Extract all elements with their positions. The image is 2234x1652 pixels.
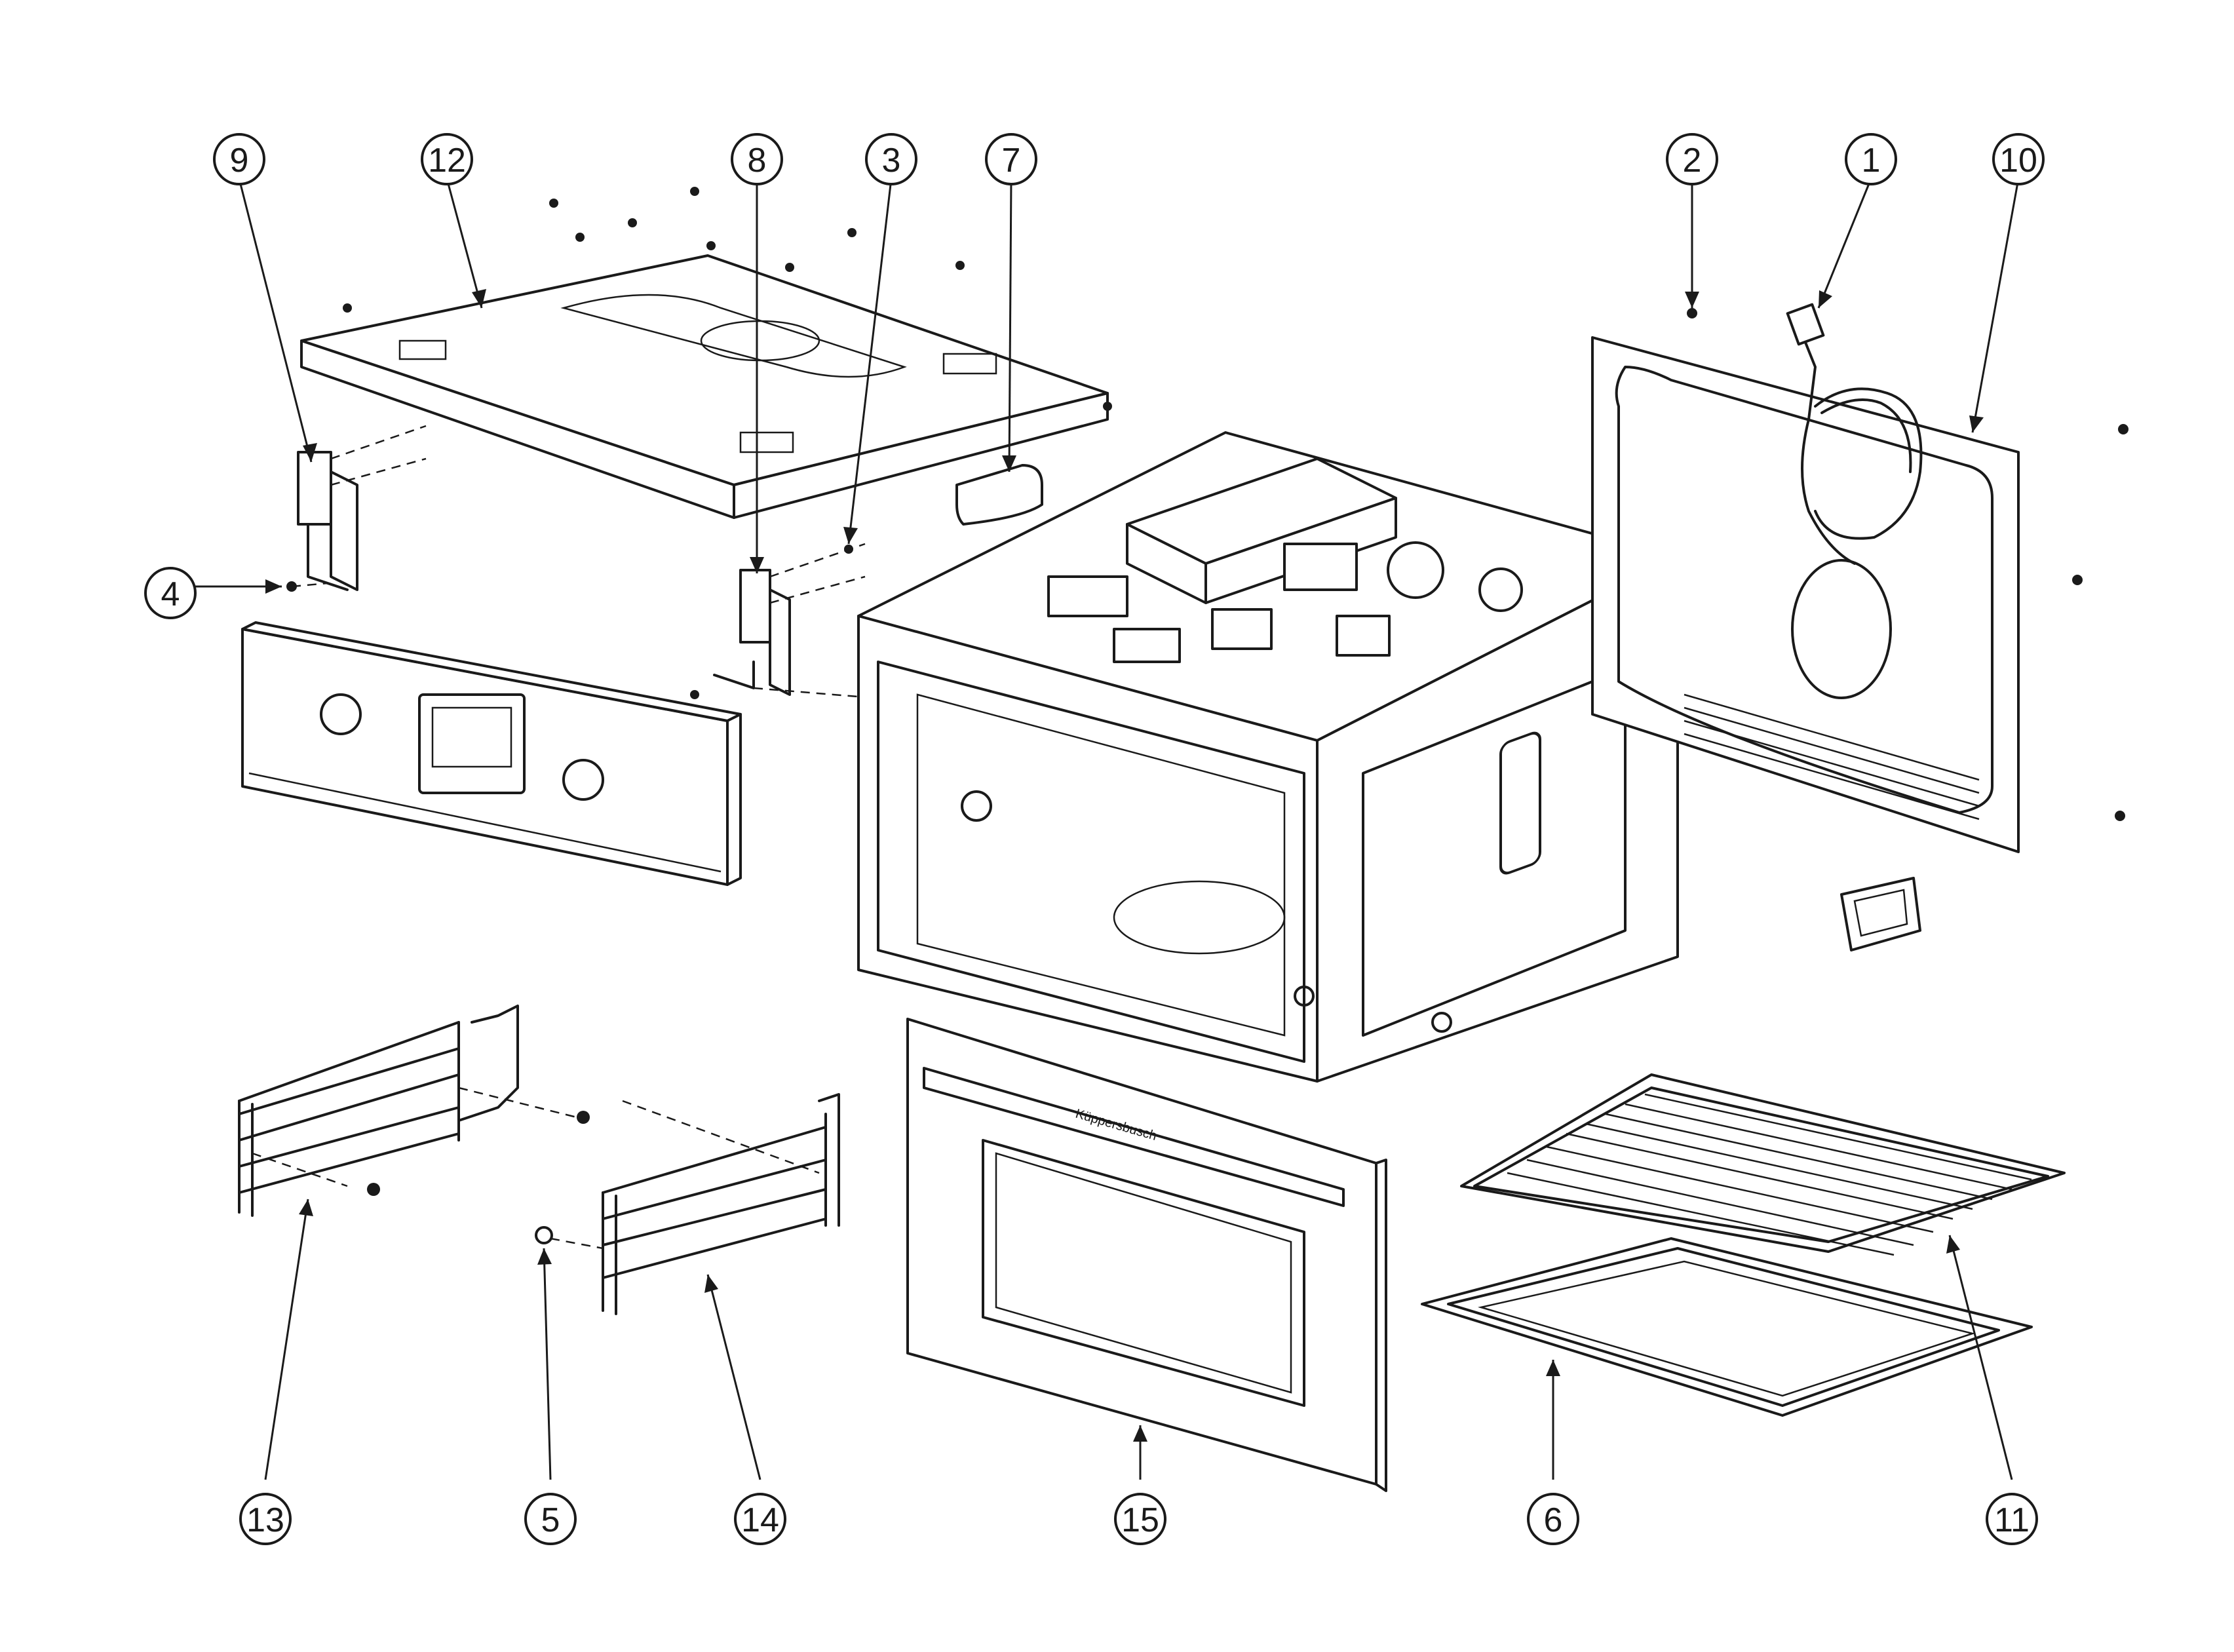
callout-15: 15 — [1114, 1493, 1166, 1545]
callout-label-8: 8 — [748, 142, 767, 180]
small-cover-7 — [955, 464, 1043, 526]
baking-tray — [1421, 1237, 2033, 1417]
bracket-small — [1840, 877, 1921, 951]
callout-2: 2 — [1666, 133, 1718, 185]
callout-label-6: 6 — [1544, 1501, 1563, 1539]
leader-lines — [195, 178, 2020, 1480]
callout-label-1: 1 — [1862, 142, 1881, 180]
side-rack-left — [238, 1005, 590, 1217]
callout-label-5: 5 — [541, 1501, 560, 1539]
control-panel — [241, 621, 742, 886]
callout-1: 1 — [1845, 133, 1897, 185]
callout-label-7: 7 — [1002, 142, 1021, 180]
power-cord — [1786, 303, 1923, 565]
callout-5: 5 — [524, 1493, 577, 1545]
callout-label-3: 3 — [882, 142, 901, 180]
callout-label-9: 9 — [230, 142, 249, 180]
callout-4: 4 — [144, 567, 197, 619]
callout-10: 10 — [1992, 133, 2045, 185]
callout-label-15: 15 — [1121, 1501, 1159, 1539]
screw-4 — [286, 581, 328, 592]
callout-label-13: 13 — [246, 1501, 284, 1539]
callout-11: 11 — [1986, 1493, 2038, 1545]
callout-label-2: 2 — [1683, 142, 1702, 180]
wire-shelf — [1460, 1073, 2066, 1256]
back-panel — [1591, 336, 2128, 853]
callout-12: 12 — [421, 133, 473, 185]
callout-label-12: 12 — [428, 142, 466, 180]
callout-7: 7 — [985, 133, 1037, 185]
callout-label-14: 14 — [741, 1501, 779, 1539]
side-rack-right — [535, 1093, 840, 1315]
callout-label-11: 11 — [1994, 1501, 2030, 1539]
vent-slots — [1684, 693, 1980, 820]
screw-2 — [1687, 308, 1697, 318]
oven-door: Küppersbusch — [906, 1018, 1387, 1492]
top-screws — [343, 187, 1112, 411]
callout-13: 13 — [239, 1493, 292, 1545]
callout-label-4: 4 — [161, 575, 180, 613]
oven-cavity-body — [857, 431, 1679, 1083]
top-cover-panel — [300, 254, 1109, 519]
hinge-bracket-left — [297, 425, 427, 591]
callout-label-10: 10 — [1999, 142, 2037, 180]
callout-14: 14 — [734, 1493, 786, 1545]
screw-3 — [690, 545, 853, 699]
callout-9: 9 — [213, 133, 265, 185]
callout-8: 8 — [731, 133, 783, 185]
callout-3: 3 — [865, 133, 917, 185]
callout-6: 6 — [1527, 1493, 1579, 1545]
